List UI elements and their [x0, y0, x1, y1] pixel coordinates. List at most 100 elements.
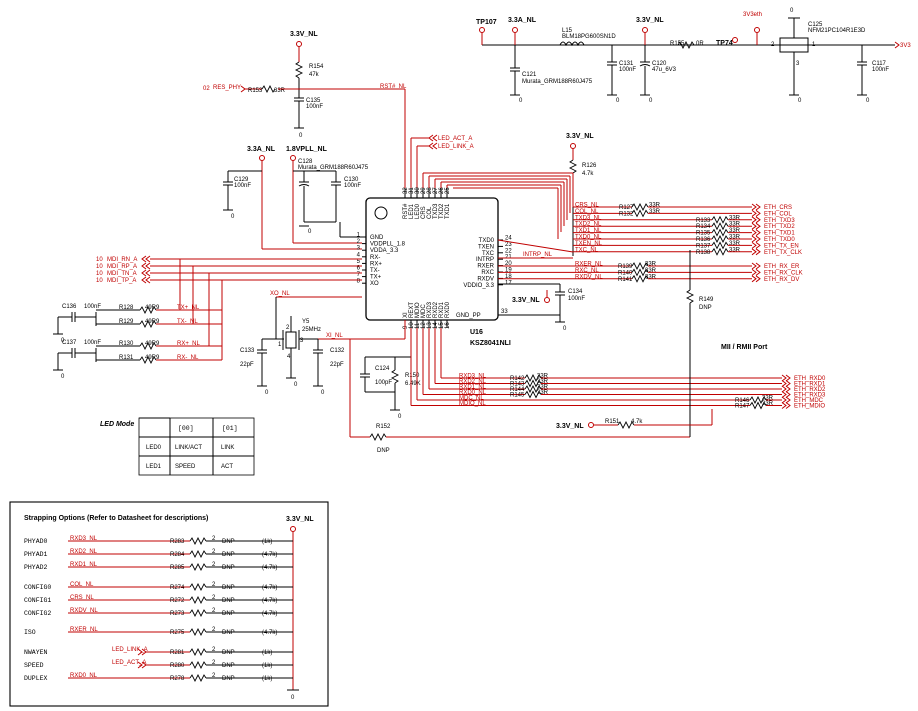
pin-name-vddio-3-3: VDDIO_3.3 — [463, 283, 494, 289]
led1-mode-b: ACT — [221, 464, 233, 470]
pin-num-4: 4 — [357, 252, 361, 258]
xi-net: XI_NL — [326, 333, 343, 339]
pin-name-rx-: RX- — [370, 255, 380, 261]
crystal-y5-body — [285, 331, 297, 349]
pin-name-txd1: TXD1 — [445, 203, 451, 219]
net-tx-nl: TX+_NL — [177, 305, 200, 311]
r132-value: 33R — [649, 209, 661, 215]
gnd-pp-num: 33 — [501, 309, 508, 315]
res-phy-net: RES_PHY — [213, 85, 241, 91]
r281-ref: R281 — [170, 650, 185, 656]
svg-text:0: 0 — [866, 98, 870, 104]
pin-name-tx-: TX- — [370, 268, 380, 274]
out-eth-txd0: ETH_TXD0 — [764, 237, 795, 243]
r273-note: (4.7k) — [262, 611, 277, 617]
led-table-title: LED Mode — [100, 421, 134, 428]
out-eth-col: ETH_COL — [764, 211, 792, 217]
v3both-symbol — [754, 27, 760, 33]
svg-text:3: 3 — [300, 338, 304, 344]
tp74-marker — [732, 37, 738, 43]
strap-opt-config2: CONFIG2 — [24, 610, 51, 617]
r142-ref: R142 — [510, 376, 525, 382]
pin-name-vddpll-1-8: VDDPLL_1.8 — [370, 242, 406, 248]
strap-opt-config0: CONFIG0 — [24, 584, 51, 591]
strap-net-crs-nl: CRS_NL — [70, 595, 94, 601]
r280-value: DNP — [222, 663, 235, 669]
r141-value: 33R — [645, 274, 657, 280]
led1-mode-a: SPEED — [175, 464, 196, 470]
r138-value: 33R — [729, 247, 741, 253]
led-act-net: LED_ACT_A — [438, 136, 472, 142]
r280-symbol — [189, 660, 207, 670]
pin-num-30: 30 — [415, 187, 421, 194]
r130-value: 49R9 — [145, 341, 160, 347]
pin1-marker — [374, 206, 388, 220]
pin-name-mdc: MDC — [421, 304, 427, 318]
svg-text:3.3A_NL: 3.3A_NL — [247, 146, 276, 153]
r275-symbol — [189, 627, 207, 637]
out-eth-mdc: ETH_MDC — [794, 398, 824, 404]
r274-ref: R274 — [170, 585, 185, 591]
pin-name-rxd2: RXD2 — [433, 301, 439, 318]
led-header-01: [01] — [222, 425, 238, 432]
r149-value: DNP — [699, 305, 712, 311]
r151-value: 4.7k — [631, 419, 643, 425]
strap-opt-config1: CONFIG1 — [24, 597, 51, 604]
c132-value: 22pF — [330, 362, 344, 368]
r281-note: (1k) — [262, 650, 272, 656]
pin-name-txc: TXC — [482, 251, 495, 257]
r150-value: 6.49K — [405, 381, 421, 387]
strap-net-col-nl: COL_NL — [70, 582, 94, 588]
r143-symbol — [524, 379, 542, 388]
r143-ref: R143 — [510, 382, 525, 388]
svg-text:3.3V_NL: 3.3V_NL — [512, 297, 540, 304]
c136-value: 100nF — [84, 304, 101, 310]
c134-value: 100nF — [568, 296, 585, 302]
svg-text:3.3V_NL: 3.3V_NL — [566, 133, 594, 140]
strapping-box — [9, 501, 329, 707]
c133-ref: C133 — [240, 348, 255, 354]
pin-num-2: 2 — [357, 239, 361, 245]
pin-num-15: 15 — [439, 322, 445, 329]
pin-name-mdio: MDIO — [415, 302, 421, 318]
pin-name-rxdv: RXDV — [477, 276, 494, 282]
r134-value: 33R — [729, 222, 741, 228]
svg-text:0: 0 — [798, 98, 802, 104]
net-tx-nl: TX-_NL — [177, 319, 198, 325]
r284-value: DNP — [222, 552, 235, 558]
c124-value: 100pF — [375, 380, 392, 386]
svg-text:0: 0 — [519, 98, 523, 104]
r274-note: (4.7k) — [262, 585, 277, 591]
c128-ref: C128 — [298, 159, 313, 165]
r135-ref: R135 — [696, 231, 711, 237]
led0-name: LED0 — [146, 445, 162, 451]
pin-name-vdda-3-3: VDDA_3.3 — [370, 248, 399, 254]
v33-top-symbol — [642, 27, 648, 33]
r274-symbol — [189, 582, 207, 592]
r281-value: DNP — [222, 650, 235, 656]
led-header-00: [00] — [178, 425, 194, 432]
c125-ref: C125 — [808, 22, 823, 28]
pin-num-10: 10 — [409, 322, 415, 329]
svg-text:0: 0 — [790, 8, 794, 14]
led0-mode-b: LINK — [221, 445, 234, 451]
strapping-options: Strapping Options (Refer to Datasheet fo… — [9, 501, 329, 707]
r278-note: (1k) — [262, 676, 272, 682]
decoupling-section: 3.3A_NL C129 100nF 0 1.8VPLL_NL C128 Mur… — [223, 133, 597, 332]
r280-pin: 2 — [212, 660, 216, 666]
out-eth-crs: ETH_CRS — [764, 205, 792, 211]
v33a-top-label: 3.3A_NL — [508, 17, 537, 24]
pin-num-1: 1 — [357, 233, 361, 239]
r285-symbol — [189, 562, 207, 572]
r272-symbol — [189, 595, 207, 605]
pin-num-13: 13 — [427, 322, 433, 329]
r133-ref: R133 — [696, 218, 711, 224]
led-nets: LED_ACT_A LED_LINK_A — [410, 134, 474, 188]
svg-text:1: 1 — [278, 342, 282, 348]
mdi-prefix: 10 — [96, 264, 103, 270]
r284-pin: 2 — [212, 549, 216, 555]
strap-opt-phyad2: PHYAD2 — [24, 564, 48, 571]
c133-value: 22pF — [240, 362, 254, 368]
c124-ref: C124 — [375, 366, 390, 372]
